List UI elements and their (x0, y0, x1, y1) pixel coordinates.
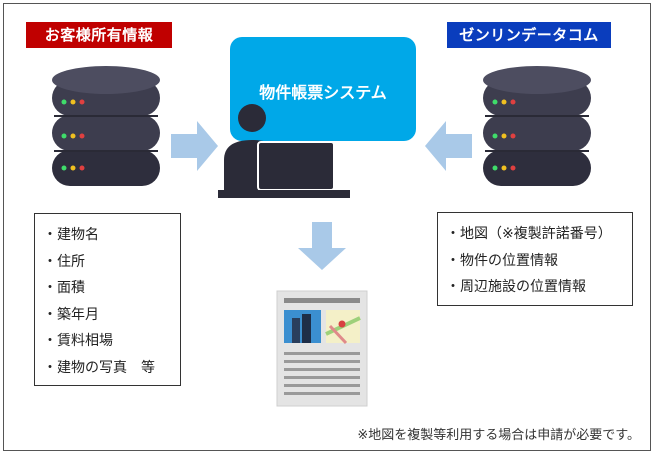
bullet: ・ (43, 359, 57, 376)
footnote: ※地図を複製等利用する場合は申請が必要です。 (357, 428, 640, 443)
left-arrow-icon (425, 121, 472, 171)
right-source-items: ・地図（※複製許諾番号） ・物件の位置情報 ・周辺施設の位置情報 (437, 212, 633, 306)
list-item-text: 物件の位置情報 (460, 252, 558, 269)
document-icon (276, 290, 368, 407)
bullet: ・ (446, 279, 460, 295)
list-item: ・物件の位置情報 (446, 248, 632, 275)
list-item: ・地図（※複製許諾番号） (446, 221, 632, 248)
list-item: ・賃料相場 (43, 328, 180, 355)
list-item-text: 建物の写真 等 (57, 359, 155, 376)
list-item: ・築年月 (43, 302, 180, 329)
list-item: ・周辺施設の位置情報 (446, 274, 632, 301)
right-server-icon (483, 66, 591, 186)
bullet: ・ (446, 226, 460, 242)
list-item: ・面積 (43, 275, 180, 302)
right-source-label: ゼンリンデータコム (447, 22, 611, 48)
list-item-text: 住所 (57, 253, 85, 270)
bullet: ・ (43, 253, 57, 270)
list-item-text: 賃料相場 (57, 333, 113, 349)
system-panel: 物件帳票システム (230, 37, 416, 141)
left-source-label: お客様所有情報 (26, 22, 172, 48)
system-title: 物件帳票システム (259, 83, 387, 102)
list-item-text: 築年月 (57, 306, 99, 323)
list-item-text: 建物名 (57, 227, 99, 243)
list-item: ・建物の写真 等 (43, 355, 180, 382)
list-item-text: 面積 (57, 280, 85, 296)
bullet: ・ (43, 306, 57, 323)
bullet: ・ (43, 333, 57, 349)
list-item-text: 周辺施設の位置情報 (460, 279, 586, 295)
right-arrow-icon (171, 121, 218, 171)
list-item: ・建物名 (43, 222, 180, 249)
left-server-icon (52, 66, 160, 186)
list-item-text: 地図（※複製許諾番号） (460, 226, 612, 242)
bullet: ・ (446, 252, 460, 269)
bullet: ・ (43, 227, 57, 243)
bullet: ・ (43, 280, 57, 296)
left-source-items: ・建物名 ・住所 ・面積 ・築年月 ・賃料相場 ・建物の写真 等 (34, 213, 181, 386)
down-arrow-icon (298, 222, 346, 270)
list-item: ・住所 (43, 249, 180, 276)
